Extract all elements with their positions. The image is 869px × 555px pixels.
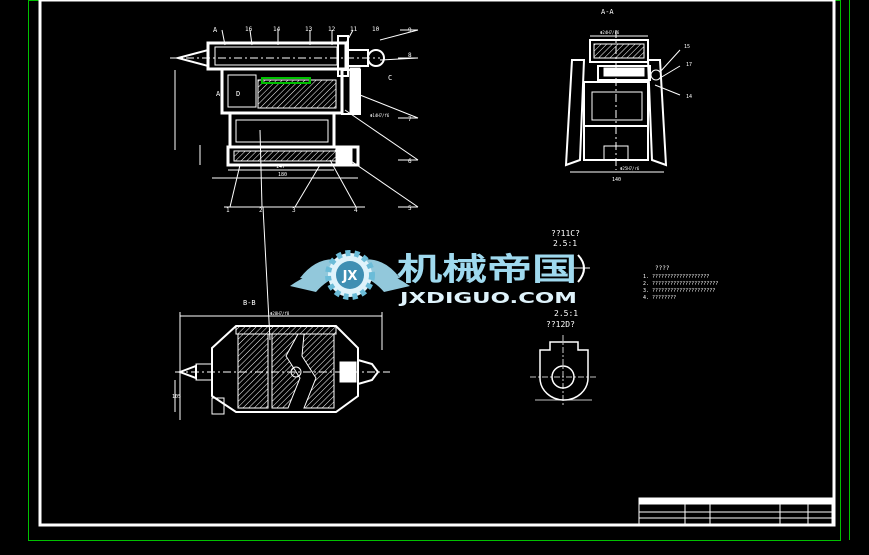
label-section-bb: B-B: [243, 299, 256, 307]
section-bb-labels: B-B Φ28H7/f8 105: [172, 299, 290, 400]
part-12: 12: [328, 26, 336, 33]
note-3: 3. ?????????????????????: [643, 288, 715, 294]
part-1: 1: [226, 207, 230, 214]
part-4: 4: [354, 207, 358, 214]
fit-aa: Φ24H7/r6: [600, 30, 620, 35]
part-7: 7: [408, 116, 412, 123]
fit-left: Φ14H7/f6: [370, 113, 390, 118]
part-3: 3: [292, 207, 296, 214]
watermark-logo: JX 机械帝国 JXDIGUO.COM: [290, 250, 577, 307]
section-aa-labels: A-A Φ24H7/r6 Φ25H7/r6 140 15 17 14: [600, 8, 692, 183]
label-view-a-mid: A: [216, 90, 221, 98]
part-aa-15: 15: [684, 44, 690, 50]
title-block: [638, 497, 833, 526]
note-1: 1. ???????????????????: [643, 274, 709, 280]
dim-180: 180: [278, 172, 287, 178]
part-9: 9: [408, 27, 412, 34]
inner-border: [38, 0, 836, 527]
part-5: 5: [408, 205, 412, 212]
label-section-aa: A-A: [601, 8, 614, 16]
part-aa-14: 14: [686, 94, 692, 100]
fit-bb: Φ28H7/f8: [270, 311, 290, 316]
section-bb-view: [174, 312, 390, 420]
note-2: 2. ??????????????????????: [643, 281, 718, 287]
detail-c-view: [572, 254, 590, 283]
label-view-a-left: A: [213, 26, 218, 34]
dim-105: 105: [172, 394, 181, 400]
part-6: 6: [408, 158, 412, 165]
fit-aa-bottom: Φ25H7/r6: [620, 166, 640, 171]
label-view-c: C: [388, 74, 392, 82]
detail-d-view: [530, 335, 598, 405]
part-11: 11: [350, 26, 358, 33]
part-8: 8: [408, 52, 412, 59]
logo-english-text: JXDIGUO.COM: [398, 289, 577, 307]
detail-c-title: ??11C?: [551, 229, 580, 238]
detail-c-scale: 2.5:1: [553, 239, 577, 248]
part-10: 10: [372, 26, 380, 33]
front-view-labels: A A D C 16 14 13 12 11 10 9 8 7 6 5 1 2 …: [213, 26, 412, 214]
label-view-d: D: [236, 90, 240, 98]
notes-title: ????: [655, 265, 670, 272]
emblem-letters: JX: [342, 269, 358, 284]
logo-chinese-text: 机械帝国: [397, 252, 577, 288]
dim-140: 140: [612, 177, 621, 183]
detail-d-title: ??12D?: [546, 320, 575, 329]
gear-icon: [325, 250, 375, 300]
front-view: [170, 29, 419, 341]
detail-c-labels: ??11C? 2.5:1: [551, 229, 580, 248]
part-16: 16: [245, 26, 253, 33]
detail-d-scale: 2.5:1: [554, 309, 578, 318]
technical-notes: ???? 1. ??????????????????? 2. ?????????…: [643, 265, 718, 301]
note-4: 4. ????????: [643, 295, 676, 301]
part-13: 13: [305, 26, 313, 33]
detail-d-labels: 2.5:1 ??12D?: [546, 309, 578, 329]
section-aa-view: [564, 30, 681, 173]
dim-147: 147: [276, 164, 285, 170]
part-2: 2: [259, 207, 263, 214]
part-aa-17: 17: [686, 62, 692, 68]
part-14: 14: [273, 26, 281, 33]
